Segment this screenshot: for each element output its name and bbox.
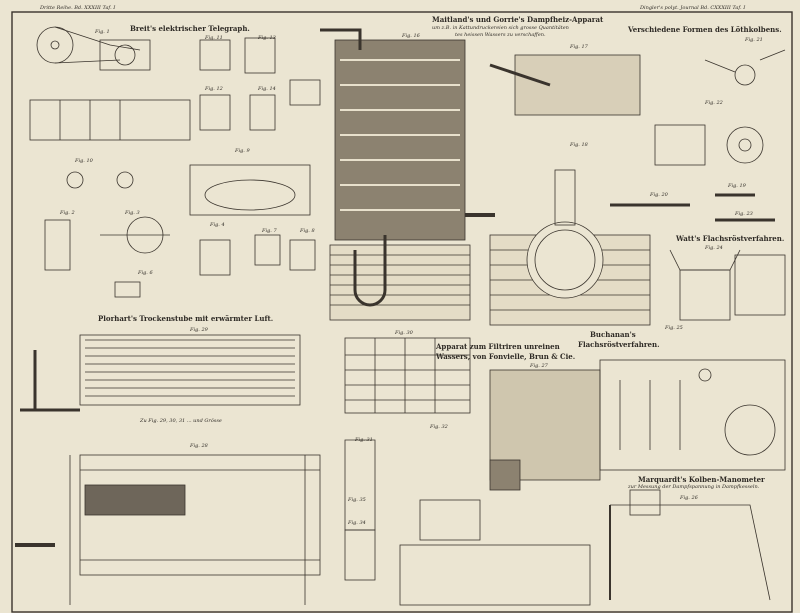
title-filter-1: Apparat zum Filtriren unreinen: [436, 342, 560, 351]
title-buchanan-2: Flachsröstverfahren.: [578, 340, 660, 349]
fig-label: Fig. 7: [262, 228, 277, 234]
fig-label: Fig. 4: [210, 222, 225, 228]
fig-label: Fig. 26: [680, 495, 698, 501]
fig-label: Fig. 27: [530, 363, 548, 369]
filter-fig27: [344, 369, 601, 606]
fig-label: Fig. 34: [348, 520, 366, 526]
fig-label: Fig. 24: [705, 245, 723, 251]
drying-room-fig28: [15, 454, 321, 605]
scale-note: Zu Fig. 29, 30, 31 ... und Grösse: [140, 418, 222, 424]
title-buchanan-1: Buchanan's: [590, 330, 636, 339]
title-telegraph: Breit's elektrischer Telegraph.: [130, 24, 250, 33]
title-lothkolben: Verschiedene Formen des Löthkolbens.: [628, 25, 782, 34]
fig-label: Fig. 25: [665, 325, 683, 331]
fig-label: Fig. 13: [258, 35, 276, 41]
title-manometer-2: zur Messung der Dampfspannung in Dampfke…: [628, 484, 760, 490]
fig-label: Fig. 20: [650, 192, 668, 198]
title-filter-2: Wassers, von Fonvielle, Brun & Cie.: [436, 352, 576, 361]
title-manometer-1: Marquardt's Kolben-Manometer: [638, 475, 765, 484]
title-watt: Watt's Flachsröstverfahren.: [676, 234, 785, 243]
telegraph-small-figs: [44, 37, 321, 298]
fig17-box: [489, 54, 641, 116]
plate-header-right: Dingler's polyt. Journal Bd. CXXXIII Taf…: [640, 5, 746, 11]
fig-label: Fig. 18: [570, 142, 588, 148]
fig-label: Fig. 1: [95, 29, 110, 35]
plate-border: [11, 11, 793, 613]
fig-label: Fig. 16: [402, 33, 420, 39]
subtitle-steam-2: tes heissen Wassers zu verschaffen.: [455, 32, 546, 38]
plate-header-left: Dritte Reihe. Bd. XXXIII Taf. I: [40, 5, 116, 11]
fig-label: Fig. 29: [190, 327, 208, 333]
fig-label: Fig. 21: [745, 37, 763, 43]
fig-label: Fig. 8: [300, 228, 315, 234]
fig-label: Fig. 28: [190, 443, 208, 449]
fig-label: Fig. 14: [258, 86, 276, 92]
watt-flax-fig24: [669, 249, 786, 321]
fig-label: Fig. 23: [735, 211, 753, 217]
telegraph-fig1: [29, 26, 191, 141]
title-trockenstube: Plorhart's Trockenstube mit erwärmter Lu…: [98, 314, 274, 323]
fig-label: Fig. 19: [728, 183, 746, 189]
fig-label: Fig. 2: [60, 210, 75, 216]
fig-label: Fig. 11: [205, 35, 223, 41]
buchanan-fig25: [599, 359, 786, 471]
drying-room-fig29: [20, 334, 471, 414]
fig-label: Fig. 12: [205, 86, 223, 92]
fig-label: Fig. 9: [235, 148, 250, 154]
fig-label: Fig. 17: [570, 44, 588, 50]
fig-label: Fig. 22: [705, 100, 723, 106]
fig-label: Fig. 3: [125, 210, 140, 216]
title-steam: Maitland's und Gorrie's Dampfheiz-Appara…: [432, 15, 604, 24]
subtitle-steam-1: um z.B. in Kattundruckereien sich grosse…: [432, 25, 569, 31]
manometer-fig26: [609, 489, 771, 601]
steam-heater-fig16: [320, 28, 495, 321]
lothkolben-figs: [610, 49, 786, 222]
fig-label: Fig. 35: [348, 497, 366, 503]
fig-label: Fig. 32: [430, 424, 448, 430]
fig-label: Fig. 10: [75, 158, 93, 164]
fig18-boiler: [489, 169, 651, 326]
fig-label: Fig. 6: [138, 270, 153, 276]
fig-label: Fig. 31: [355, 437, 373, 443]
fig-label: Fig. 30: [395, 330, 413, 336]
